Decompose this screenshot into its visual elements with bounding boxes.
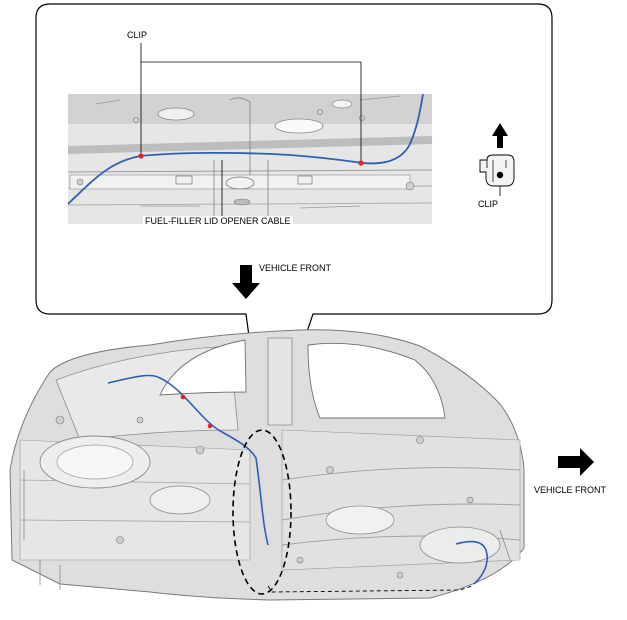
vehicle-body [9,329,525,601]
fuel-filler-cable-route [107,374,269,546]
clip-marker [207,423,213,429]
fuel-filler-cable-detail [67,93,424,205]
window-opening [159,339,247,396]
vehicle-front-label: VEHICLE FRONT [534,485,607,495]
clip-marker [358,160,364,166]
clip-marker [138,153,144,159]
vehicle-front-label: VEHICLE FRONT [259,263,332,273]
fuel-filler-cable-label: FUEL-FILLER LID OPENER CABLE [143,216,293,227]
clip-icon [479,154,515,196]
clip-label: CLIP [478,199,499,209]
arrow-up-icon [492,123,508,148]
detail-floor-panel [67,94,433,225]
clip-marker [180,394,186,400]
hidden-cable-path [267,585,473,593]
clip-label: CLIP [127,30,148,40]
arrow-down-icon [232,265,260,299]
focus-area-ellipse [232,429,292,595]
window-opening [307,342,446,419]
fuel-filler-cable-route [455,540,489,585]
clip-leader-lines [140,43,362,162]
arrow-right-icon [558,448,594,476]
